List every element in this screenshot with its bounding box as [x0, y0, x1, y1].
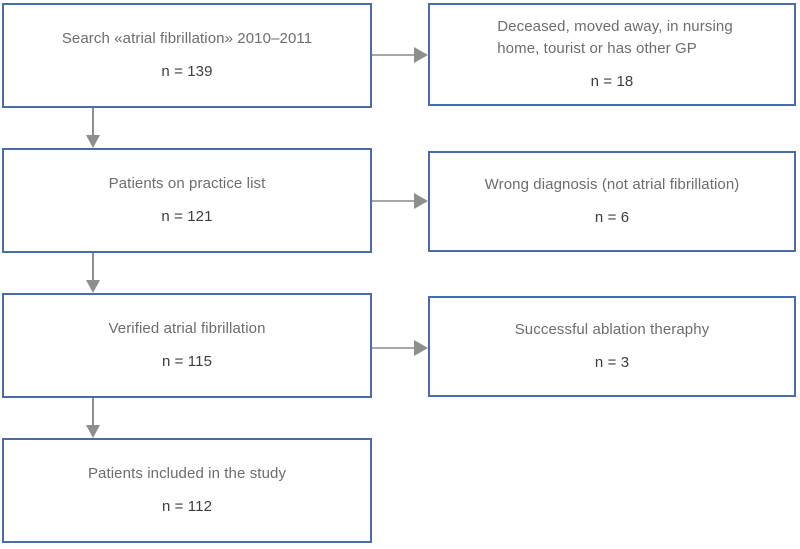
arrow-right-icon [414, 47, 428, 63]
flow-node-patients-included: Patients included in the study n = 112 [2, 438, 372, 543]
arrow-right-icon [414, 193, 428, 209]
flow-node-label: Verified atrial fibrillation [108, 320, 266, 338]
flow-node-count: n = 139 [161, 63, 213, 80]
flow-node-deceased-moved-nursing: Deceased, moved away, in nursing home, t… [428, 3, 796, 106]
flow-node-count: n = 18 [590, 72, 634, 90]
arrow-down-icon [86, 280, 100, 293]
connector-line-verified-to-ablation [372, 347, 416, 349]
flow-node-count: n = 115 [161, 353, 213, 370]
arrow-down-icon [86, 135, 100, 148]
flow-node-label: Wrong diagnosis (not atrial fibrillation… [484, 176, 740, 194]
connector-line-search-to-practice-list [92, 108, 94, 137]
flow-node-wrong-diagnosis: Wrong diagnosis (not atrial fibrillation… [428, 151, 796, 252]
connector-line-search-to-deceased [372, 54, 416, 56]
flow-node-label: Patients on practice list [108, 175, 266, 193]
arrow-down-icon [86, 425, 100, 438]
flow-node-label: Search «atrial fibrillation» 2010–2011 [61, 30, 313, 48]
flow-node-successful-ablation: Successful ablation theraphy n = 3 [428, 296, 796, 397]
connector-line-verified-to-included [92, 398, 94, 427]
flow-node-patients-on-practice-list: Patients on practice list n = 121 [2, 148, 372, 253]
flow-node-count: n = 3 [594, 354, 630, 371]
connector-line-practice-list-to-verified [92, 253, 94, 282]
flow-node-label: Deceased, moved away, in nursing home, t… [497, 18, 733, 58]
flow-node-count: n = 112 [161, 498, 213, 515]
flow-node-verified-atrial-fibrillation: Verified atrial fibrillation n = 115 [2, 293, 372, 398]
flow-node-count: n = 121 [161, 208, 213, 225]
flow-node-label: Successful ablation theraphy [514, 321, 710, 339]
flow-node-count: n = 6 [594, 209, 630, 226]
flow-node-label: Patients included in the study [87, 465, 287, 483]
arrow-right-icon [414, 340, 428, 356]
connector-line-practice-list-to-wrong-diagnosis [372, 200, 416, 202]
flow-node-search: Search «atrial fibrillation» 2010–2011 n… [2, 3, 372, 108]
